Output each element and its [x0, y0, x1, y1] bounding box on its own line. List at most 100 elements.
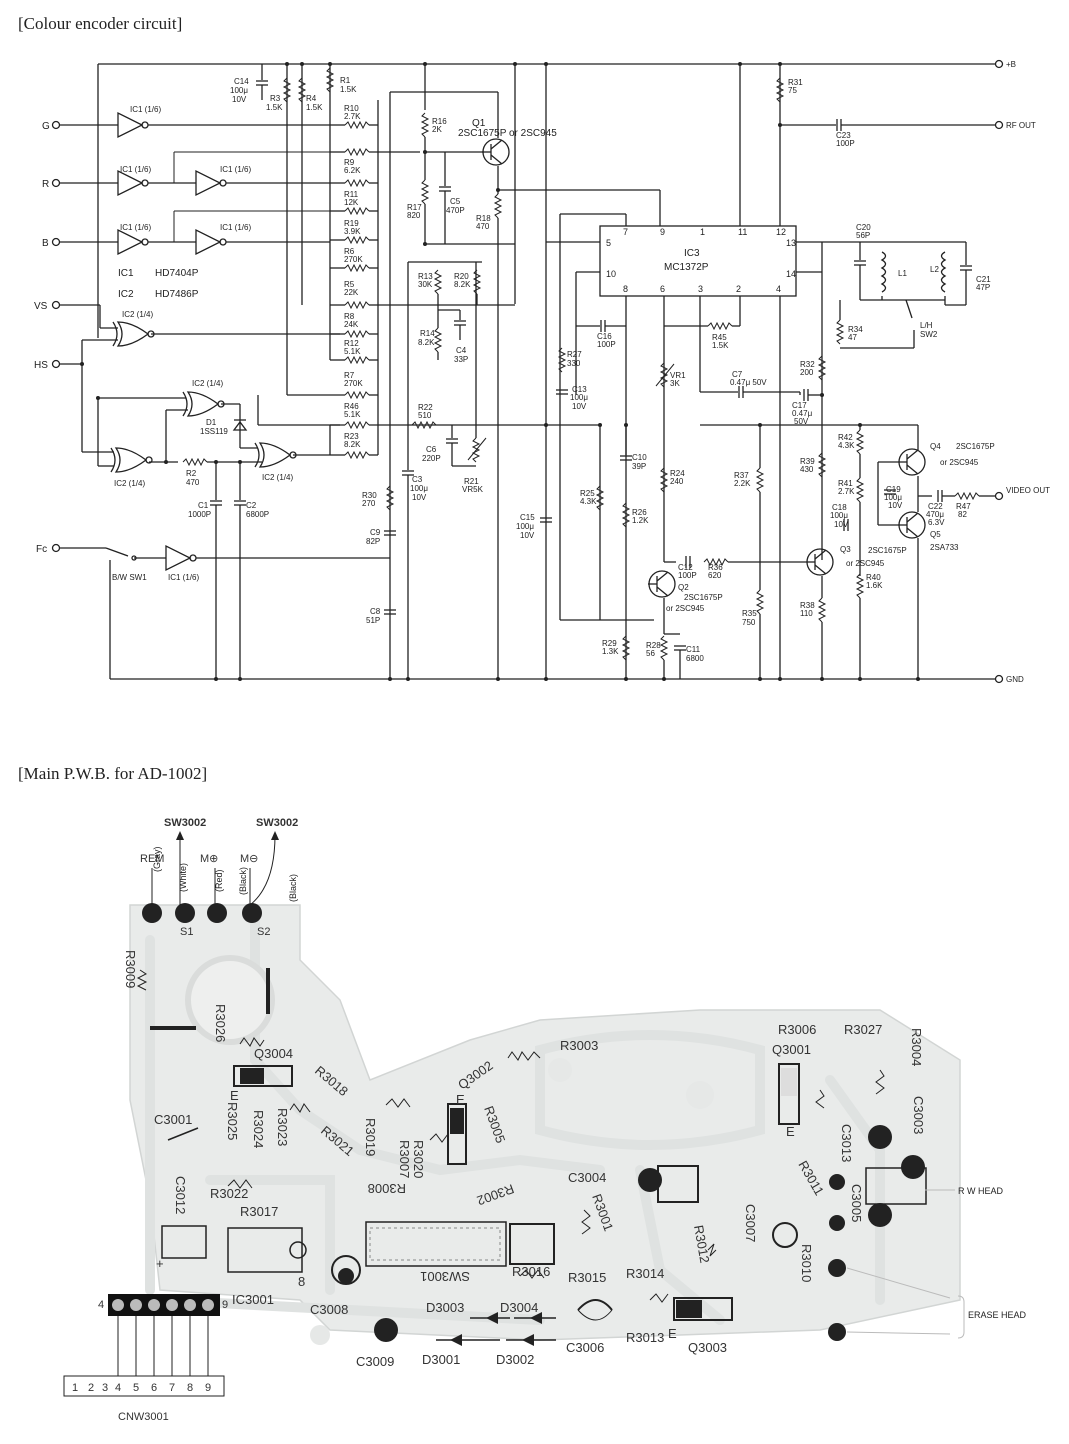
bw-switch-label: B/W SW1 — [112, 573, 147, 582]
video-out-label: VIDEO OUT — [1006, 486, 1050, 495]
c15-voltage: 10V — [520, 531, 535, 540]
r30-label: R30 — [362, 491, 377, 500]
gate-ic2-c: IC2 (1/4) — [262, 473, 293, 482]
ic3-pin-5: 5 — [606, 238, 611, 248]
pcb-d3002: D3002 — [496, 1352, 534, 1367]
r16-value: 2K — [432, 125, 442, 134]
r1-value: 1.5K — [340, 85, 357, 94]
vr1-label: VR1 — [670, 371, 686, 380]
r40-value: 1.6K — [866, 581, 883, 590]
r31-value: 75 — [788, 86, 797, 95]
r7-value: 270K — [344, 379, 363, 388]
c19-value: 100μ — [884, 493, 902, 502]
gate-ic1-r2: IC1 (1/6) — [220, 165, 251, 174]
gate-ic2-b: IC2 (1/4) — [192, 379, 223, 388]
r23-label: R23 — [344, 432, 359, 441]
r2-label: R2 — [186, 469, 197, 478]
input-b-label: B — [42, 238, 49, 249]
c14-label: C14 — [234, 77, 249, 86]
q2-part-a: 2SC1675P — [684, 593, 723, 602]
r28-value: 56 — [646, 649, 655, 658]
erase-head-label: ERASE HEAD — [968, 1310, 1027, 1320]
encoder-section-title: [Colour encoder circuit] — [18, 14, 183, 33]
c3-label: C3 — [412, 475, 423, 484]
r37-value: 2.2K — [734, 479, 751, 488]
gnd-label: GND — [1006, 675, 1024, 684]
pcb-ic3001: IC3001 — [232, 1292, 274, 1307]
r21-value: VR5K — [462, 485, 484, 494]
c20-label: C20 — [856, 223, 871, 232]
c14-voltage: 10V — [232, 95, 247, 104]
q4-label: Q4 — [930, 442, 941, 451]
pcb-d3001: D3001 — [422, 1352, 460, 1367]
r21-label: R21 — [464, 477, 479, 486]
r19-label: R19 — [344, 219, 359, 228]
r6-value: 270K — [344, 255, 363, 264]
pcb-r3020: R3020 — [411, 1140, 426, 1178]
c22-voltage: 6.3V — [928, 518, 945, 527]
pcb-q3001: Q3001 — [772, 1042, 811, 1057]
pcb-c3004: C3004 — [568, 1170, 606, 1185]
q1-part: 2SC1675P or 2SC945 — [458, 128, 557, 139]
pcb-ic-pin8: 8 — [298, 1274, 305, 1289]
r42-label: R42 — [838, 433, 853, 442]
r38-value: 110 — [800, 609, 813, 618]
pcb-c3008: C3008 — [310, 1302, 348, 1317]
ic3-part: MC1372P — [664, 262, 709, 273]
connector-ref: CNW3001 — [118, 1411, 169, 1423]
pwb-section-title: [Main P.W.B. for AD-1002] — [18, 764, 208, 783]
junction-dots — [80, 62, 920, 681]
pcb-c3005: C3005 — [849, 1184, 864, 1222]
ic3-pin-10: 10 — [606, 269, 616, 279]
pcb-e-q3001: E — [786, 1124, 795, 1139]
r32-label: R32 — [800, 360, 815, 369]
r27-label: R27 — [567, 350, 582, 359]
r39-label: R39 — [800, 457, 815, 466]
r3-label: R3 — [270, 94, 281, 103]
q4-part-a: 2SC1675P — [956, 442, 995, 451]
connector-pin-4: 4 — [115, 1382, 121, 1394]
lh-switch-label-a: L/H — [920, 321, 933, 330]
ic3-ref: IC3 — [684, 248, 700, 259]
pcb-m-plus: M⊕ — [200, 853, 218, 865]
connector-pin-7: 7 — [169, 1382, 175, 1394]
r11-value: 12K — [344, 198, 359, 207]
r35-label: R35 — [742, 609, 757, 618]
wire-white: (White) — [178, 863, 188, 892]
r4-label: R4 — [306, 94, 317, 103]
pcb-r3007: R3007 — [397, 1140, 412, 1178]
r8-value: 24K — [344, 320, 359, 329]
r12-label: R12 — [344, 339, 359, 348]
r20-value: 8.2K — [454, 280, 471, 289]
c8-value: 51P — [366, 616, 380, 625]
r45-label: R45 — [712, 333, 727, 342]
c4-value: 33P — [454, 355, 468, 364]
pcb-d3004: D3004 — [500, 1300, 538, 1315]
c2-label: C2 — [246, 501, 257, 510]
pcb-plus: + — [156, 1256, 164, 1271]
c12-label: C12 — [678, 563, 693, 572]
r45-value: 1.5K — [712, 341, 729, 350]
pcb-c3013: C3013 — [839, 1124, 854, 1162]
r30-value: 270 — [362, 499, 376, 508]
q2-part-b: or 2SC945 — [666, 604, 705, 613]
rw-head-label: R W HEAD — [958, 1186, 1004, 1196]
c11-value: 6800 — [686, 654, 704, 663]
r35-value: 750 — [742, 618, 756, 627]
r17-label: R17 — [407, 203, 422, 212]
r8-label: R8 — [344, 312, 355, 321]
ic3-pin-3: 3 — [698, 284, 703, 294]
pcb-r3019: R3019 — [363, 1118, 378, 1156]
c13-voltage: 10V — [572, 402, 587, 411]
c15-label: C15 — [520, 513, 535, 522]
r39-value: 430 — [800, 465, 814, 474]
ic3-pin-11: 11 — [738, 227, 747, 237]
pcb-sw3001: SW3001 — [420, 1269, 470, 1284]
pcb-r3008: R3008 — [368, 1181, 406, 1196]
r25-label: R25 — [580, 489, 595, 498]
r26-label: R26 — [632, 508, 647, 517]
pcb-s1: S1 — [180, 926, 193, 938]
pcb-r3026: R3026 — [213, 1004, 228, 1042]
c23-value: 100P — [836, 139, 855, 148]
